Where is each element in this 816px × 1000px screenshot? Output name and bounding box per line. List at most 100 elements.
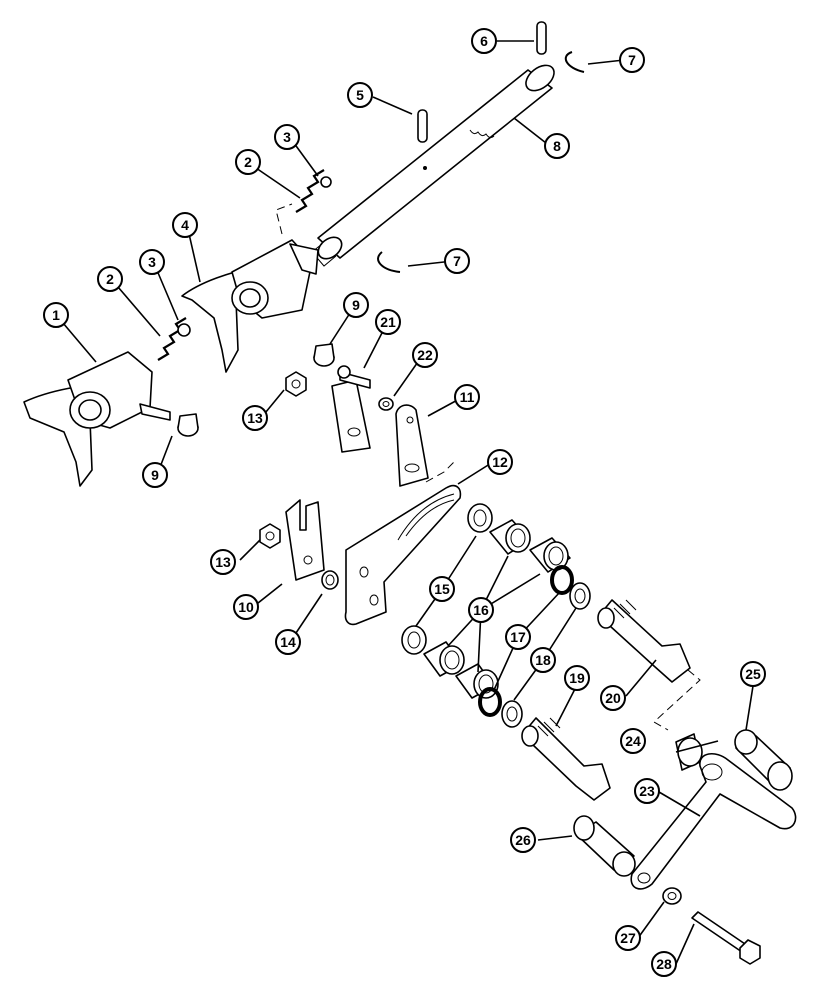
callout-28: 28	[651, 951, 677, 977]
shift-fork-lower	[23, 351, 171, 487]
svg-text:5: 5	[356, 87, 364, 103]
callout-2-lower: 2	[97, 266, 123, 292]
bushing-24	[675, 733, 703, 771]
callout-11: 11	[454, 384, 480, 410]
svg-text:27: 27	[620, 930, 636, 946]
svg-text:15: 15	[434, 581, 450, 597]
callout-25: 25	[740, 661, 766, 687]
clip-top	[564, 51, 585, 73]
svg-text:1: 1	[52, 307, 60, 323]
svg-text:22: 22	[417, 347, 433, 363]
bearing-16-d	[455, 663, 499, 699]
svg-text:7: 7	[453, 253, 461, 269]
callout-6: 6	[471, 28, 497, 54]
sleeve-26	[573, 815, 636, 877]
callout-20: 20	[600, 685, 626, 711]
callout-23: 23	[634, 778, 660, 804]
svg-text:17: 17	[510, 629, 526, 645]
nut-upper	[285, 371, 307, 397]
callout-4: 4	[172, 212, 198, 238]
bolt-28	[691, 911, 761, 965]
svg-text:20: 20	[605, 690, 621, 706]
svg-text:24: 24	[625, 733, 641, 749]
callout-7-top: 7	[619, 47, 645, 73]
svg-text:3: 3	[283, 129, 291, 145]
ball-upper	[320, 176, 332, 188]
svg-text:19: 19	[569, 670, 585, 686]
callout-19: 19	[564, 665, 590, 691]
svg-text:23: 23	[639, 783, 655, 799]
callout-9-lower: 9	[142, 462, 168, 488]
spring-lower	[157, 317, 187, 361]
washer-small	[378, 397, 394, 411]
callout-26: 26	[510, 827, 536, 853]
pin	[417, 109, 428, 143]
snap-ring-upper	[550, 565, 574, 595]
callout-27: 27	[615, 925, 641, 951]
callout-16: 16	[468, 597, 494, 623]
svg-text:2: 2	[244, 154, 252, 170]
bracket-plate	[344, 459, 462, 626]
svg-text:18: 18	[535, 652, 551, 668]
shaft-upper	[597, 599, 701, 731]
svg-text:10: 10	[238, 599, 254, 615]
pin-top	[536, 21, 547, 55]
svg-text:6: 6	[480, 33, 488, 49]
callout-14: 14	[275, 629, 301, 655]
shaft-lower	[521, 717, 611, 801]
bushing-lower	[177, 413, 199, 437]
callout-1: 1	[43, 302, 69, 328]
bearing-16-a	[489, 519, 531, 555]
callout-7-middle: 7	[444, 248, 470, 274]
callout-13-upper: 13	[242, 405, 268, 431]
svg-text:13: 13	[215, 554, 231, 570]
washer-18-upper	[569, 582, 591, 610]
svg-text:7: 7	[628, 52, 636, 68]
callout-3-upper: 3	[274, 124, 300, 150]
crank-lever	[630, 753, 797, 890]
shift-rail	[311, 64, 555, 267]
svg-text:21: 21	[380, 314, 396, 330]
bushing-upper	[313, 343, 335, 367]
callout-13-lower: 13	[210, 549, 236, 575]
svg-text:16: 16	[473, 602, 489, 618]
clip-middle	[377, 251, 401, 273]
callout-22: 22	[412, 342, 438, 368]
svg-text:8: 8	[553, 138, 561, 154]
callout-3-lower: 3	[139, 249, 165, 275]
svg-text:26: 26	[515, 832, 531, 848]
callout-18: 18	[530, 647, 556, 673]
bearing-16-c	[423, 641, 465, 677]
washer-27	[662, 887, 682, 905]
nut-lower	[259, 523, 281, 549]
svg-text:13: 13	[247, 410, 263, 426]
svg-text:25: 25	[745, 666, 761, 682]
plate-right	[395, 404, 429, 487]
callout-15: 15	[429, 576, 455, 602]
callout-10: 10	[233, 594, 259, 620]
svg-text:2: 2	[106, 271, 114, 287]
svg-text:9: 9	[151, 467, 159, 483]
svg-text:12: 12	[492, 454, 508, 470]
bearing-16-b	[529, 537, 571, 573]
callout-8: 8	[544, 133, 570, 159]
svg-text:28: 28	[656, 956, 672, 972]
snap-ring-lower	[478, 687, 502, 717]
lever-plate-with-stud	[331, 365, 371, 453]
svg-text:14: 14	[280, 634, 296, 650]
callout-21: 21	[375, 309, 401, 335]
callout-5: 5	[347, 82, 373, 108]
svg-text:4: 4	[181, 217, 189, 233]
plate-slotted	[285, 499, 325, 581]
callout-9-upper: 9	[343, 292, 369, 318]
washer-15-lower	[401, 625, 427, 655]
svg-text:11: 11	[460, 389, 475, 405]
spring-upper	[295, 169, 325, 213]
callout-2-upper: 2	[235, 149, 261, 175]
washer-18-lower	[501, 700, 523, 728]
washer-15-upper	[467, 503, 493, 533]
ball-lower	[177, 323, 191, 337]
callout-12: 12	[487, 449, 513, 475]
svg-text:3: 3	[148, 254, 156, 270]
